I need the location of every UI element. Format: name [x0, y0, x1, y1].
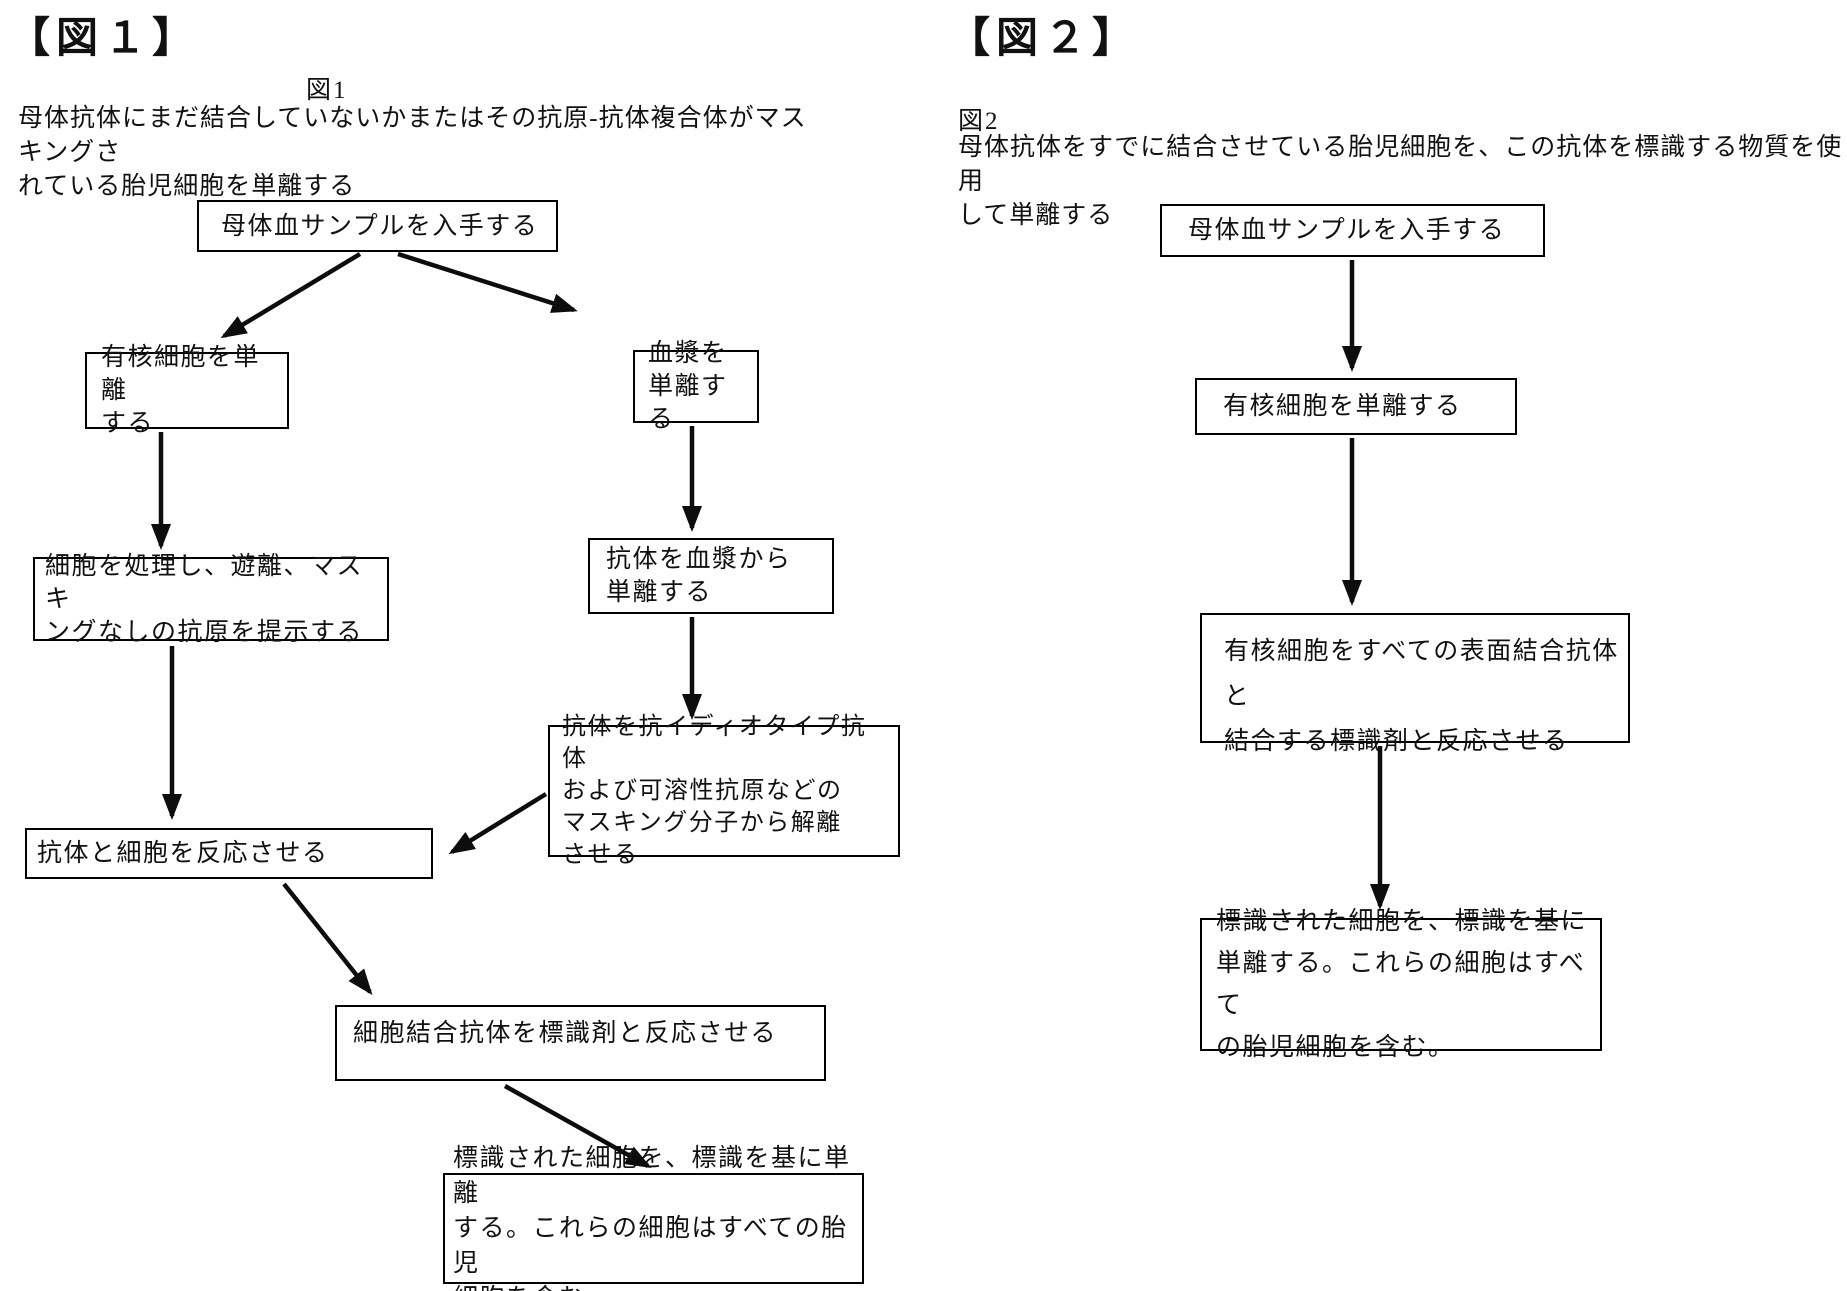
figure1-caption: 図1: [306, 77, 348, 104]
flow-box-isolate-nucleated-cells-2: 有核細胞を単離する: [1195, 378, 1517, 435]
figure2-description: 母体抗体をすでに結合させている胎児細胞を、この抗体を標識する物質を使用 して単離…: [958, 134, 1843, 229]
figure2-caption: 図2: [958, 108, 1000, 135]
arrow-f1-sample-to-plasma: [397, 251, 578, 313]
flow-box-obtain-maternal-blood-sample-2: 母体血サンプルを入手する: [1160, 204, 1545, 257]
flow-box-isolate-antibody-from-plasma: 抗体を血漿から 単離する: [588, 538, 834, 614]
flow-box-dissociate-antibody-masking: 抗体を抗イディオタイプ抗体 および可溶性抗原などの マスキング分子から解離 させ…: [548, 714, 900, 868]
arrow-f1-sample-to-cells: [220, 252, 362, 339]
figure1-header: 【図１】: [8, 16, 201, 62]
flow-box-react-antibody-with-cells: 抗体と細胞を反応させる: [25, 828, 433, 879]
flow-box-react-cells-with-labeling-agent-2: 有核細胞をすべての表面結合抗体と 結合する標識剤と反応させる: [1200, 613, 1630, 755]
arrow-f1-dissociate-to-react: [448, 792, 548, 855]
flow-box-isolate-plasma: 血漿を 単離する: [633, 340, 759, 433]
flow-box-obtain-maternal-blood-sample: 母体血サンプルを入手する: [197, 200, 558, 252]
flow-box-separate-labeled-cells-fig1: 標識された細胞を、標識を基に単離 する。これらの細胞はすべての胎児 細胞を含む: [443, 1145, 864, 1291]
flow-box-separate-labeled-cells-fig2: 標識された細胞を、標識を基に 単離する。これらの細胞はすべて の胎児細胞を含む。: [1200, 908, 1602, 1061]
arrow-f1-react-to-label: [282, 882, 373, 996]
flow-box-treat-cells-unmasked-antigen: 細胞を処理し、遊離、マスキ ングなしの抗原を提示する: [33, 553, 389, 646]
flow-box-react-cellbound-antibody-label: 細胞結合抗体を標識剤と反応させる: [335, 1005, 826, 1081]
flow-box-isolate-nucleated-cells: 有核細胞を単離 する: [85, 344, 289, 437]
figure2-header: 【図２】: [948, 16, 1141, 62]
figure1-description: 母体抗体にまだ結合していないかまたはその抗原-抗体複合体がマスキングさ れている…: [18, 105, 807, 200]
